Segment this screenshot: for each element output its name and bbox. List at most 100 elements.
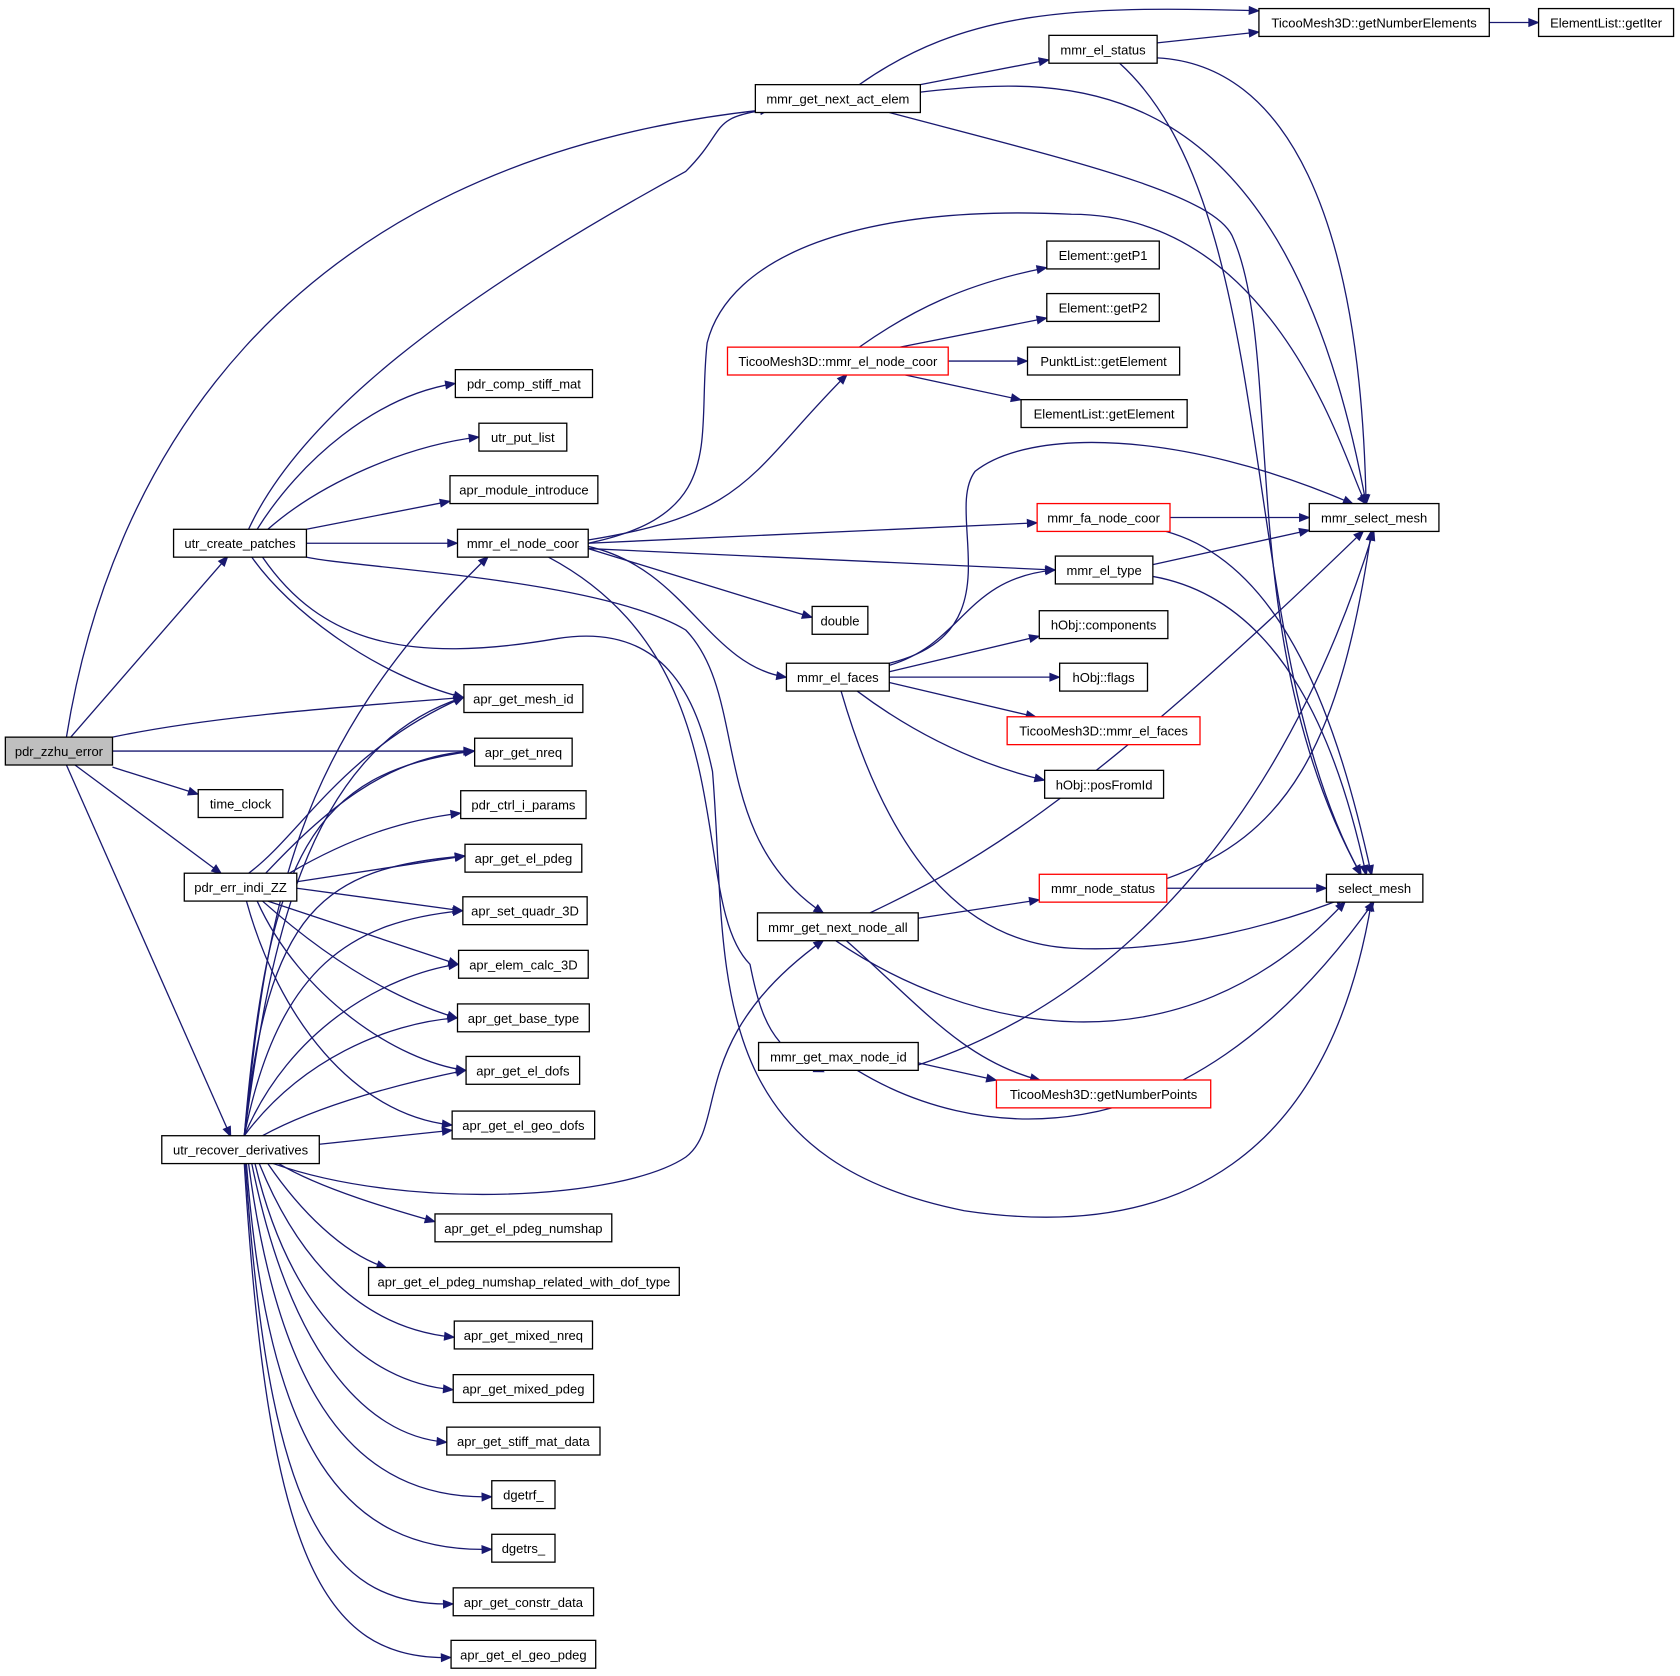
node-box (1046, 240, 1160, 270)
call-edge (66, 765, 230, 1136)
node-hobj-components[interactable]: hObj::components (1038, 610, 1169, 640)
node-apr-get-el-pdeg[interactable]: apr_get_el_pdeg (464, 843, 583, 873)
edge-line (113, 698, 463, 738)
call-edge (244, 911, 462, 1136)
edge-line (588, 523, 1036, 543)
node-utr-put-list[interactable]: utr_put_list (478, 422, 568, 452)
call-edge (289, 813, 459, 873)
node-ticoomesh3d-mmr-el-node-coor[interactable]: TicooMesh3D::mmr_el_node_coor (726, 346, 949, 376)
node-apr-get-el-pdeg-numshap-related-with-dof-type[interactable]: apr_get_el_pdeg_numshap_related_with_dof… (367, 1266, 680, 1297)
edge-line (244, 698, 463, 1136)
node-apr-get-base-type[interactable]: apr_get_base_type (456, 1003, 590, 1033)
call-edge (66, 109, 769, 737)
node-apr-get-nreq[interactable]: apr_get_nreq (473, 737, 573, 767)
node-box (434, 1213, 613, 1243)
node-double[interactable]: double (811, 605, 869, 635)
node-hobj-flags[interactable]: hObj::flags (1058, 662, 1149, 692)
edge-line (244, 964, 457, 1135)
node-mmr-get-next-act-elem[interactable]: mmr_get_next_act_elem (754, 83, 922, 114)
node-label: apr_set_quadr_3D (471, 904, 579, 919)
node-pdr-zzhu-error[interactable]: pdr_zzhu_error (4, 736, 114, 766)
node-mmr-select-mesh[interactable]: mmr_select_mesh (1308, 502, 1440, 533)
node-hobj-posfromid[interactable]: hObj::posFromId (1043, 769, 1165, 799)
node-dgetrs[interactable]: dgetrs_ (491, 1533, 556, 1563)
edge-line (255, 1164, 452, 1390)
edge-line (244, 911, 462, 1136)
node-apr-get-el-geo-dofs[interactable]: apr_get_el_geo_dofs (451, 1110, 596, 1140)
node-element-getp2[interactable]: Element::getP2 (1046, 292, 1160, 323)
node-box (478, 422, 568, 452)
call-edge (246, 1164, 490, 1550)
edge-line (245, 1164, 452, 1604)
node-mmr-el-node-coor[interactable]: mmr_el_node_coor (456, 528, 589, 558)
node-apr-module-introduce[interactable]: apr_module_introduce (449, 475, 599, 505)
node-box (1537, 7, 1675, 38)
node-pdr-err-indi-zz[interactable]: pdr_err_indi_ZZ (183, 872, 298, 902)
node-apr-get-el-geo-pdeg[interactable]: apr_get_el_geo_pdeg (450, 1639, 597, 1669)
node-ticoomesh3d-mmr-el-faces[interactable]: TicooMesh3D::mmr_el_faces (1006, 716, 1201, 746)
edge-line (918, 900, 1038, 918)
node-box (460, 790, 587, 820)
edge-line (857, 902, 1373, 1119)
node-label: hObj::components (1051, 618, 1157, 633)
call-edge (319, 1130, 451, 1144)
node-label: apr_elem_calc_3D (469, 957, 577, 972)
edge-line (297, 888, 462, 911)
edge-line (889, 636, 1038, 671)
node-select-mesh[interactable]: select_mesh (1325, 873, 1424, 903)
node-utr-create-patches[interactable]: utr_create_patches (172, 528, 308, 558)
node-ticoomesh3d-getnumberelements[interactable]: TicooMesh3D::getNumberElements (1258, 7, 1490, 38)
node-apr-get-mesh-id[interactable]: apr_get_mesh_id (463, 683, 584, 714)
node-mmr-node-status[interactable]: mmr_node_status (1038, 873, 1168, 903)
node-elementlist-getelement[interactable]: ElementList::getElement (1020, 398, 1188, 429)
edge-line (1157, 529, 1371, 874)
node-pdr-comp-stiff-mat[interactable]: pdr_comp_stiff_mat (454, 368, 594, 399)
node-utr-recover-derivatives[interactable]: utr_recover_derivatives (161, 1135, 320, 1165)
call-edge (266, 751, 474, 873)
node-label: apr_get_mesh_id (473, 692, 573, 707)
node-dgetrf[interactable]: dgetrf_ (491, 1480, 556, 1510)
node-mmr-get-max-node-id[interactable]: mmr_get_max_node_id (757, 1041, 919, 1072)
node-mmr-get-next-node-all[interactable]: mmr_get_next_node_all (756, 912, 919, 942)
node-box (452, 1373, 595, 1404)
node-box (4, 736, 114, 766)
call-edge (588, 546, 785, 677)
node-element-getp1[interactable]: Element::getP1 (1046, 240, 1160, 270)
node-box (811, 605, 869, 635)
node-time-clock[interactable]: time_clock (197, 788, 284, 819)
call-edge (1120, 63, 1361, 874)
node-apr-get-mixed-nreq[interactable]: apr_get_mixed_nreq (453, 1320, 594, 1350)
edge-line (859, 9, 1258, 84)
node-label: mmr_el_status (1060, 42, 1146, 57)
node-apr-get-stiff-mat-data[interactable]: apr_get_stiff_mat_data (446, 1426, 601, 1456)
node-box (1048, 34, 1158, 64)
edge-line (918, 531, 1373, 1065)
node-label: pdr_zzhu_error (15, 744, 104, 759)
edge-line (836, 902, 1345, 1022)
node-apr-set-quadr-3d[interactable]: apr_set_quadr_3D (462, 896, 588, 926)
node-elementlist-getiter[interactable]: ElementList::getIter (1537, 7, 1675, 38)
node-ticoomesh3d-getnumberpoints[interactable]: TicooMesh3D::getNumberPoints (995, 1079, 1212, 1109)
node-apr-get-constr-data[interactable]: apr_get_constr_data (452, 1587, 595, 1617)
call-edge (244, 1018, 456, 1136)
node-apr-get-el-dofs[interactable]: apr_get_el_dofs (465, 1055, 581, 1085)
node-apr-get-el-pdeg-numshap[interactable]: apr_get_el_pdeg_numshap (434, 1213, 613, 1243)
node-label: double (820, 613, 859, 628)
node-mmr-fa-node-coor[interactable]: mmr_fa_node_coor (1036, 502, 1171, 533)
call-edge (268, 1164, 386, 1268)
node-pdr-ctrl-i-params[interactable]: pdr_ctrl_i_params (460, 790, 587, 820)
node-apr-get-mixed-pdeg[interactable]: apr_get_mixed_pdeg (452, 1373, 595, 1404)
node-mmr-el-status[interactable]: mmr_el_status (1048, 34, 1158, 64)
call-edge (297, 888, 462, 911)
node-mmr-el-type[interactable]: mmr_el_type (1054, 555, 1154, 585)
call-edge (588, 375, 846, 540)
edge-line (246, 1164, 490, 1550)
node-box (463, 683, 584, 714)
node-label: mmr_el_type (1067, 563, 1142, 578)
node-mmr-el-faces[interactable]: mmr_el_faces (785, 662, 890, 692)
function-nodes: pdr_zzhu_error utr_create_patches time_clo… (4, 7, 1675, 1669)
node-apr-elem-calc-3d[interactable]: apr_elem_calc_3D (457, 949, 589, 979)
node-punktlist-getelement[interactable]: PunktList::getElement (1026, 346, 1181, 376)
node-box (1020, 398, 1188, 429)
call-edge (71, 557, 227, 737)
